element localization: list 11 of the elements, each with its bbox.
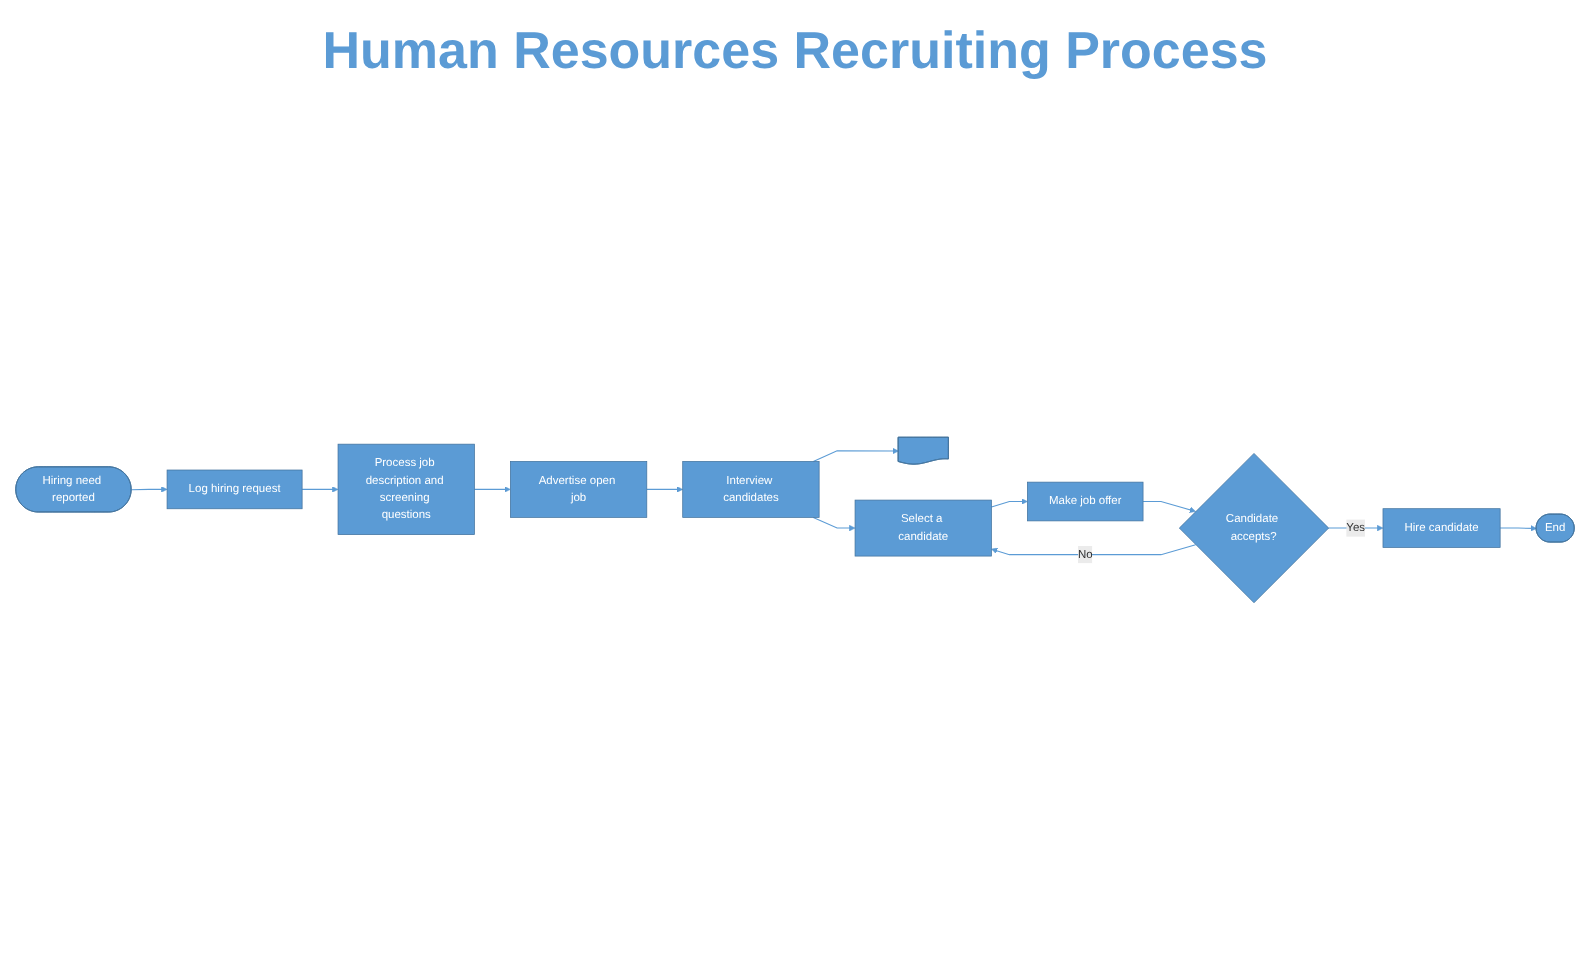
arrow	[301, 486, 339, 493]
arrow	[473, 486, 511, 493]
arrow	[812, 516, 856, 532]
arrow	[1499, 525, 1537, 532]
arrow	[991, 544, 1197, 556]
arrow	[1142, 500, 1196, 513]
arrow	[646, 486, 683, 493]
arrow	[990, 498, 1028, 508]
arrow	[812, 447, 899, 462]
arrow	[130, 486, 168, 493]
diagram-title: Human Resources Recruiting Process	[320, 20, 1270, 82]
